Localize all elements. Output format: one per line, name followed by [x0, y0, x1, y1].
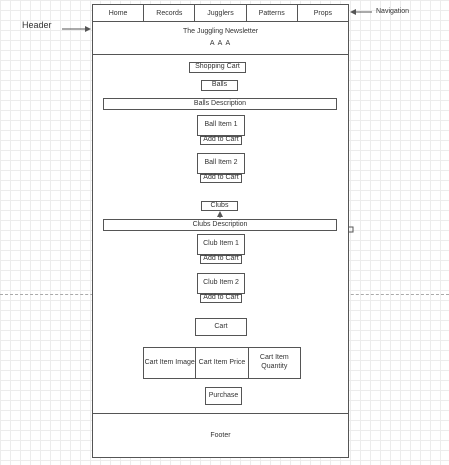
nav-records[interactable]: Records: [144, 5, 196, 21]
font-size-controls[interactable]: A A A: [209, 40, 232, 47]
nav-patterns[interactable]: Patterns: [247, 5, 298, 21]
cart-item-quantity-cell: Cart Item Quantity: [259, 354, 289, 370]
header-divider: [92, 54, 349, 55]
balls-description: Balls Description: [103, 98, 337, 110]
cart-item-image-cell: Cart Item Image: [144, 348, 197, 378]
resize-handle-icon: [349, 226, 354, 233]
club-item-2-add-to-cart-button[interactable]: Add to Cart: [200, 294, 242, 303]
nav-props[interactable]: Props: [313, 9, 333, 17]
navigation-bar: Home Records Jugglers Patterns Props: [92, 4, 349, 22]
newsletter-title: The Juggling Newsletter: [182, 28, 259, 35]
cart-item-price-cell: Cart Item Price: [196, 348, 249, 378]
ball-item-1-add-to-cart-button[interactable]: Add to Cart: [200, 136, 242, 145]
footer-divider: [92, 413, 349, 414]
ball-item-1[interactable]: Ball Item 1: [197, 115, 245, 136]
balls-heading: Balls: [201, 80, 238, 91]
footer-text: Footer: [210, 432, 231, 439]
nav-jugglers[interactable]: Jugglers: [195, 5, 247, 21]
clubs-heading: Clubs: [201, 201, 238, 211]
page-frame: [92, 4, 349, 458]
shopping-cart-button[interactable]: Shopping Cart: [189, 62, 246, 73]
navigation-annotation: Navigation: [376, 8, 410, 15]
club-item-1-add-to-cart-button[interactable]: Add to Cart: [200, 255, 242, 264]
nav-home[interactable]: Home: [93, 5, 145, 21]
clubs-description: Clubs Description: [103, 219, 337, 231]
header-annotation: Header: [22, 20, 52, 30]
ball-item-2-add-to-cart-button[interactable]: Add to Cart: [200, 174, 242, 183]
club-item-1[interactable]: Club Item 1: [197, 234, 245, 255]
cart-table: Cart Item Image Cart Item Price Cart Ite…: [143, 347, 301, 379]
ball-item-2[interactable]: Ball Item 2: [197, 153, 245, 174]
club-item-2[interactable]: Club Item 2: [197, 273, 245, 294]
cart-heading: Cart: [195, 318, 247, 336]
purchase-button[interactable]: Purchase: [205, 387, 242, 405]
